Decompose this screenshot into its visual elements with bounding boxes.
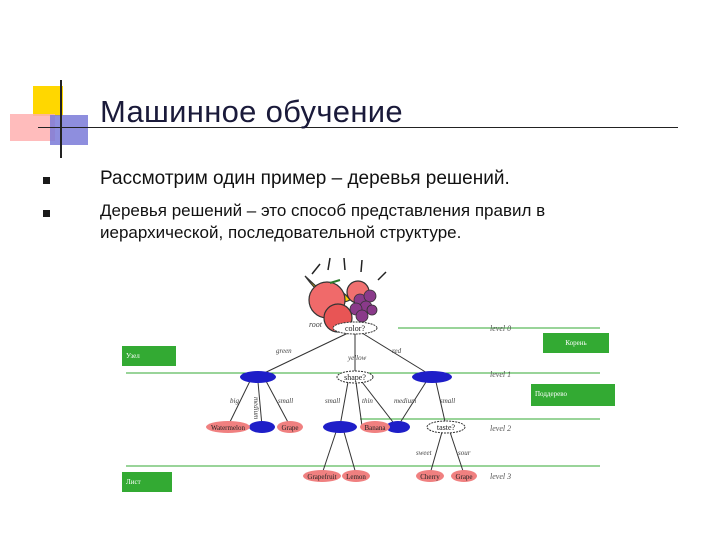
deco-vertical-line xyxy=(60,80,62,158)
edge-label-small-1: small xyxy=(278,397,293,405)
tree-node-green xyxy=(240,371,276,383)
leaf-grape-2 xyxy=(451,470,477,482)
taste-node-label: taste? xyxy=(437,423,456,432)
callout-koren-label: Корень xyxy=(565,339,586,347)
leaf-grape-1-label: Grape xyxy=(281,424,298,432)
deco-yellow-square xyxy=(33,86,63,116)
callout-poddrevo-label: Поддерево xyxy=(535,390,567,398)
tree-node-medium-red xyxy=(386,421,410,433)
bullet-marker xyxy=(43,177,50,184)
callout-list-label: Лист xyxy=(126,478,141,486)
deco-blue-square xyxy=(50,115,88,145)
tree-node-shape xyxy=(336,370,374,384)
root-node-label: color? xyxy=(345,324,365,333)
edge-label-medium-2: medium xyxy=(394,397,416,405)
callout-list: Лист xyxy=(122,472,172,492)
level-label-2: level 2 xyxy=(490,424,511,433)
level-label-0: level 0 xyxy=(490,324,511,333)
leaf-grape-1 xyxy=(277,421,303,433)
callout-uzel-label: Узел xyxy=(126,352,140,360)
deco-horizontal-line xyxy=(38,127,678,128)
bullet-marker xyxy=(43,210,50,217)
edge-label-thin: thin xyxy=(362,397,373,405)
bullet-text-1: Рассмотрим один пример – деревья решений… xyxy=(100,168,510,189)
leaf-watermelon xyxy=(206,421,250,433)
leaf-cherry-label: Cherry xyxy=(420,473,440,481)
tree-node-root xyxy=(332,321,378,335)
edge-label-sweet: sweet xyxy=(416,449,433,457)
edge-label-sour: sour xyxy=(458,449,471,457)
root-label: root xyxy=(309,320,323,329)
level-label-1: level 1 xyxy=(490,370,511,379)
shape-node-label: shape? xyxy=(344,373,366,382)
tree-node-small xyxy=(323,421,357,433)
leaf-cherry xyxy=(416,470,444,482)
leaf-banana-label: Banana xyxy=(365,424,387,432)
leaf-watermelon-label: Watermelon xyxy=(211,424,246,432)
edge-label-medium-1: medium xyxy=(252,397,260,419)
edge-label-yellow: yellow xyxy=(347,354,367,362)
edge-label-small-3: small xyxy=(440,397,455,405)
leaf-banana xyxy=(360,421,390,433)
callout-uzel: Узел xyxy=(122,346,176,366)
tree-node-taste xyxy=(426,420,466,434)
leaf-lemon xyxy=(342,470,370,482)
tree-node-red xyxy=(412,371,452,383)
tree-node-medium xyxy=(249,421,275,433)
leaf-lemon-label: Lemon xyxy=(346,473,366,481)
edge-label-small-2: small xyxy=(325,397,340,405)
slide-title: Машинное обучение xyxy=(100,94,403,129)
edge-label-big-1: big xyxy=(230,397,239,405)
leaf-grapefruit xyxy=(303,470,341,482)
leaf-grape-2-label: Grape xyxy=(455,473,472,481)
callout-poddrevo: Поддерево xyxy=(531,384,615,406)
edge-label-green: green xyxy=(276,347,292,355)
edge-label-red: red xyxy=(392,347,402,355)
bullet-text-2: Деревья решений – это способ представлен… xyxy=(100,201,546,242)
leaf-grapefruit-label: Grapefruit xyxy=(307,473,336,481)
callout-koren: Корень xyxy=(543,333,609,353)
level-label-3: level 3 xyxy=(490,472,511,481)
